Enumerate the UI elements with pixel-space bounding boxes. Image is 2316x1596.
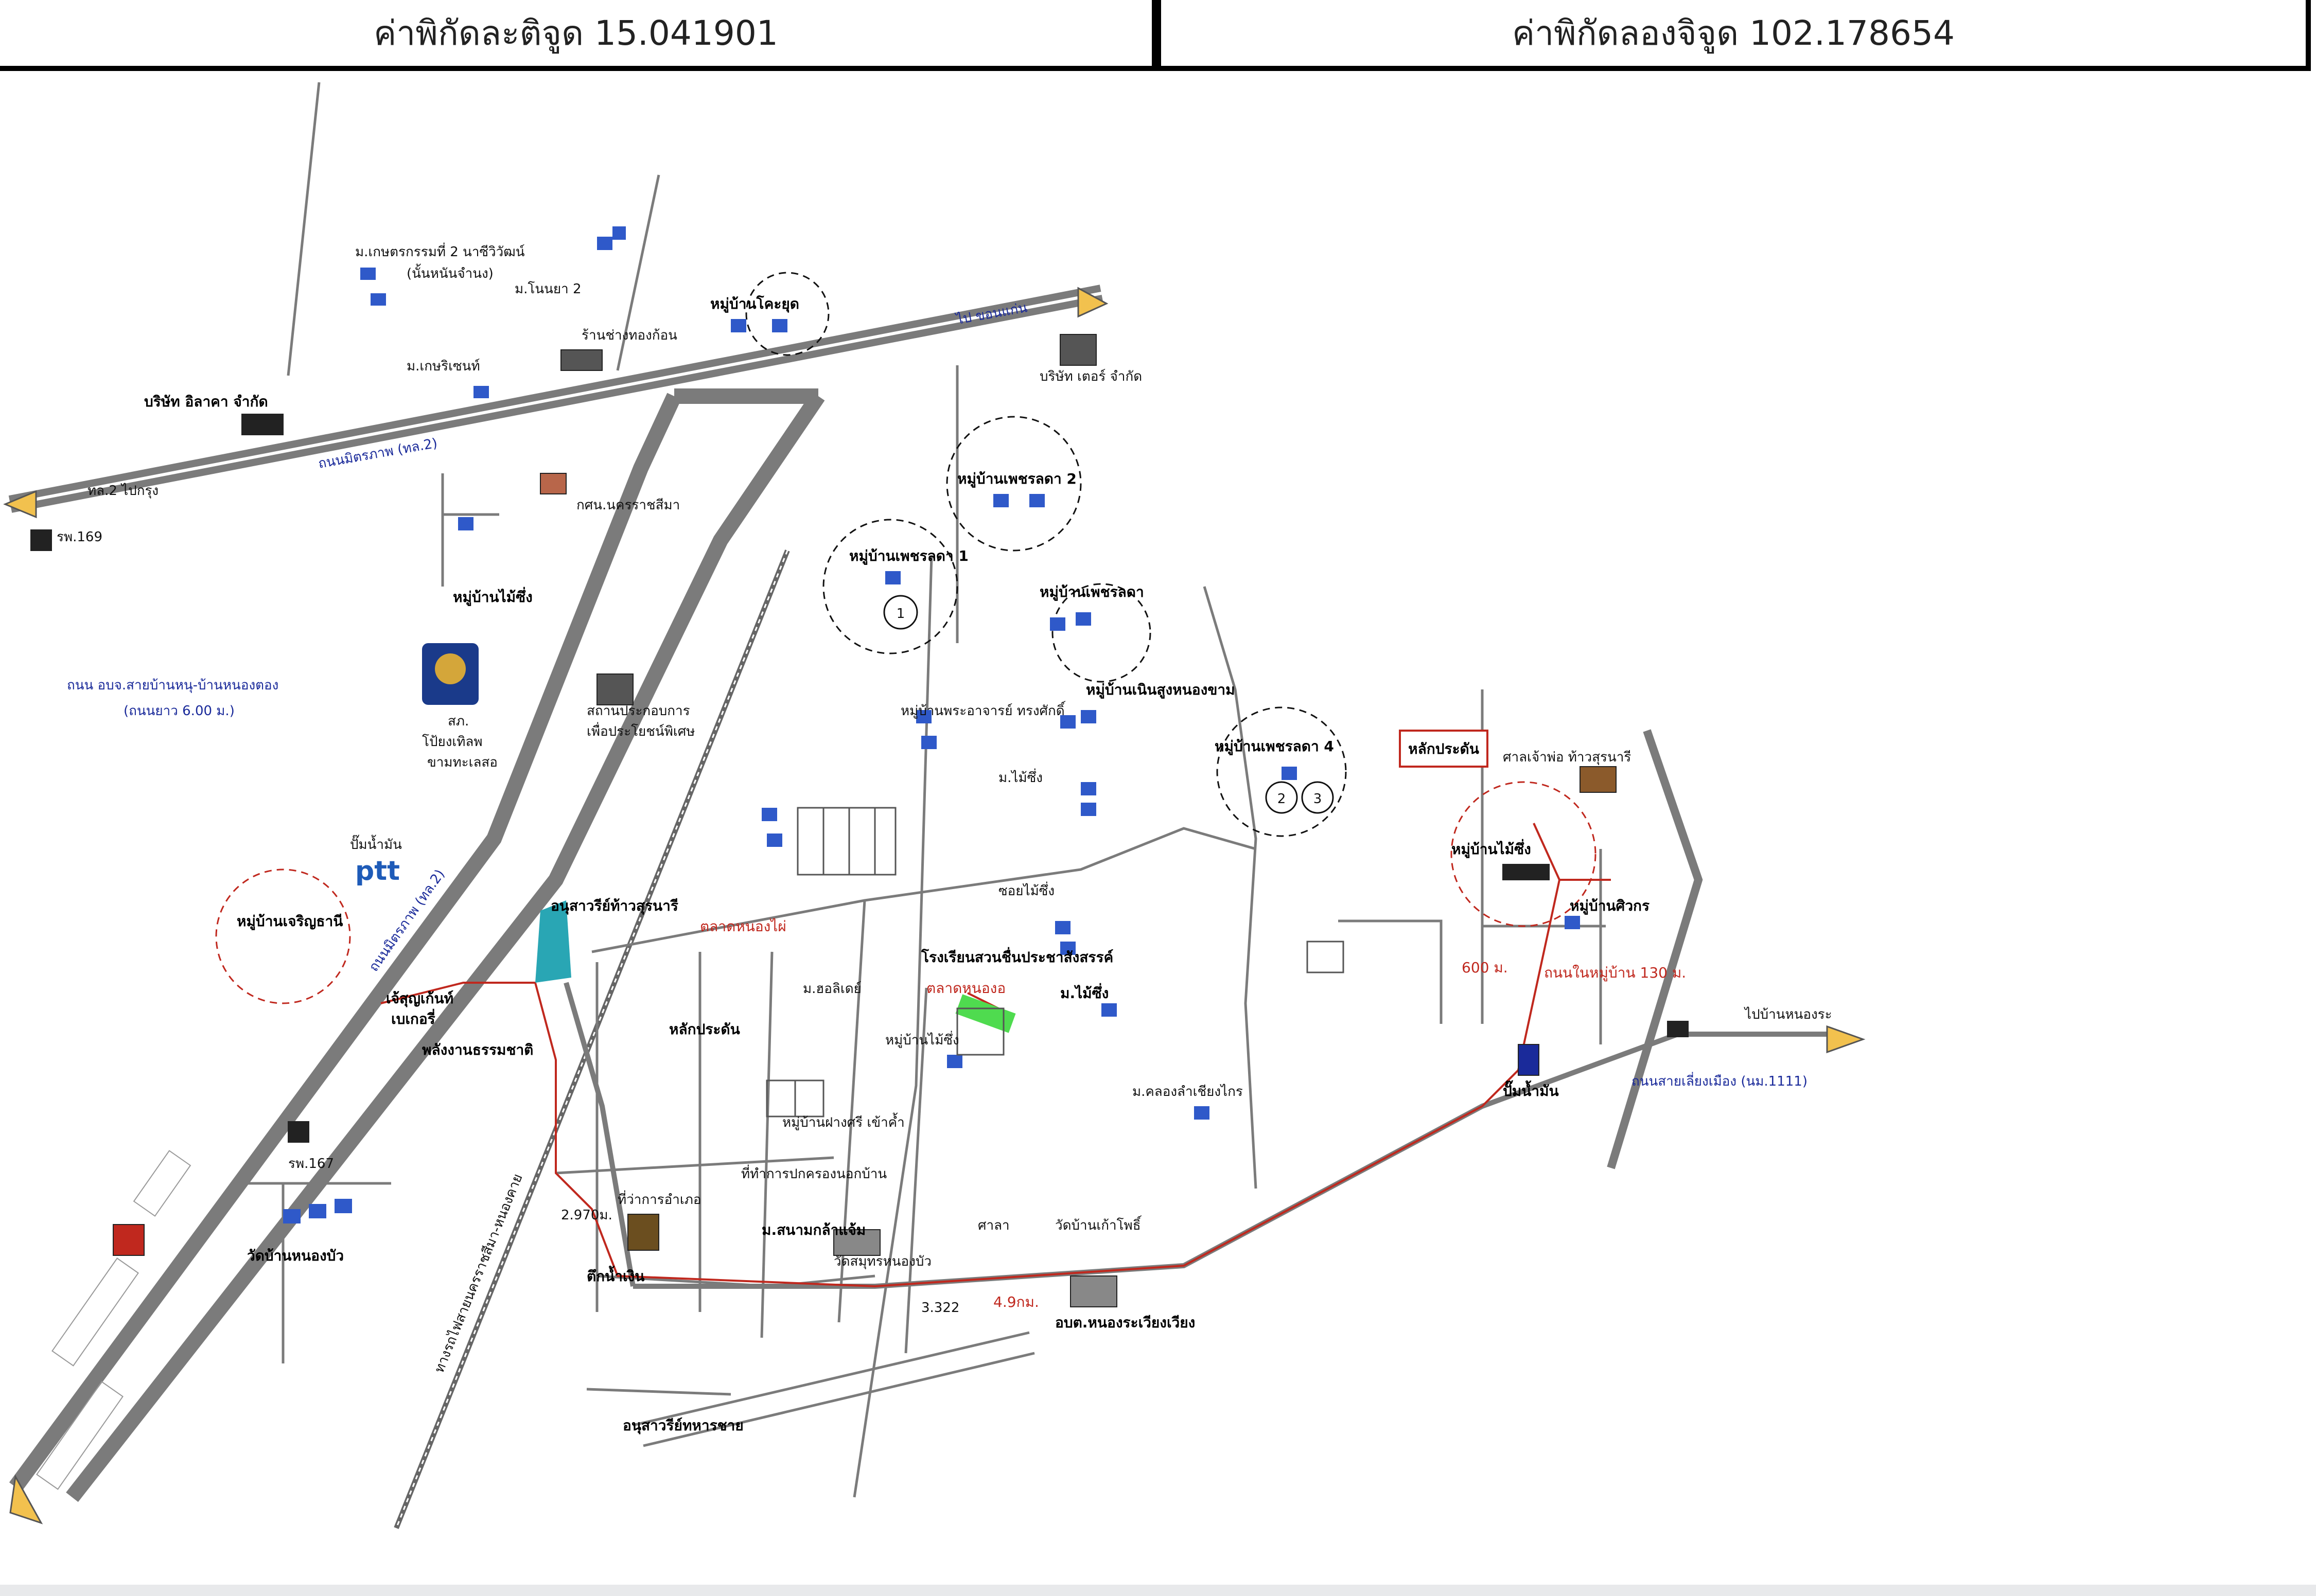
label-hwy-west: ทล.2 ไปกรุง — [87, 483, 159, 499]
railway-line — [394, 549, 790, 1529]
buildings — [30, 334, 1689, 1307]
bottom-gray-strip — [0, 1585, 2316, 1596]
label-soi-maisiu: ซอยไม้ซึ่ง — [998, 881, 1055, 899]
label-hospital: สถานประกอบการ — [587, 703, 690, 719]
label-village-khammaen: ม.สนามกล้าแจ้ม — [762, 1221, 866, 1238]
label-sign-road2: (ถนนยาว 6.00 ม.) — [124, 703, 235, 719]
label-wood-shop: ร้านช่างทองก้อน — [582, 328, 677, 343]
label-moo-kaset2b: (นั้นหนันจำนง) — [407, 263, 494, 281]
road-to-east — [564, 729, 1832, 1289]
label-to-khonkaen: ไป ขอนแก่น — [954, 299, 1029, 328]
label-wat: วัดสมุทรหนองบัว — [834, 1254, 932, 1269]
label-police-station3: ขามทะเลสอ — [427, 755, 498, 770]
label-dist-2: 2.970ม. — [561, 1208, 612, 1223]
label-dist-4: 4.9กม. — [993, 1293, 1039, 1310]
label-school: โรงเรียนสวนชื่นประชาสังสรรค์ — [921, 947, 1113, 966]
label-sign-road: ถนน อบจ.สายบ้านหนุ-บ้านหนองตอง — [67, 678, 278, 693]
label-lakpratan-box: หลักประดัน — [1408, 740, 1479, 757]
police-emblem — [422, 643, 479, 705]
label-ananda: อนุสาวรีย์ทหารชาย — [623, 1417, 744, 1434]
label-company-ne: บริษัท เตอร์ จำกัด — [1040, 369, 1142, 384]
housing-blocks — [766, 807, 1344, 1118]
svg-text:1: 1 — [897, 606, 905, 622]
label-moo-maisiu: ม.ไม้ซึ่ง — [998, 768, 1043, 786]
location-map: 1 2 3 — [3, 82, 1866, 1529]
latitude-cell: ค่าพิกัดละติจูด 15.041901 — [0, 0, 1157, 71]
label-dept-school: กศน.นครราชสีมา — [576, 498, 680, 513]
label-village-noen: หมู่บ้านเนินสูงหนองขาม — [1086, 681, 1235, 699]
frontage-buildings — [36, 1150, 191, 1490]
label-police-167: รพ.167 — [288, 1156, 334, 1172]
label-village-x: หมู่บ้านฝางศรี เข้าค้ำ — [782, 1112, 905, 1130]
lakpratan-box: หลักประดัน — [1399, 730, 1488, 768]
label-police: รพ.169 — [57, 529, 102, 545]
label-monument: อนุสาวรีย์ท้าวสุรนารี — [551, 897, 678, 915]
label-sub-office: ศาลเจ้าพ่อ ท้าวสุรนารี — [1503, 750, 1631, 765]
label-bakery: เจ้สุญเก้นท์ — [386, 990, 453, 1007]
local-roads — [247, 82, 1606, 1498]
label-moo-ongya2: ม.โนนยา 2 — [515, 281, 582, 297]
label-bakery3: พลังงานธรรมชาติ — [422, 1041, 533, 1058]
label-bakery2: เบเกอรี่ — [391, 1008, 435, 1027]
label-village-phet1: หมู่บ้านเพชรลดา 1 — [849, 547, 969, 565]
label-office: อบต.หนองระเวียงเวียง — [1055, 1314, 1195, 1331]
numbered-markers: 1 2 3 — [883, 595, 1334, 814]
village-circles — [215, 272, 1596, 1004]
label-village-siwakorn: หมู่บ้านศิวกร — [1570, 897, 1650, 915]
label-dist-3: 3.322 — [921, 1300, 959, 1316]
label-road-local: ถนนสายเลี่ยงเมือง (นม.1111) — [1631, 1072, 1808, 1089]
longitude-cell: ค่าพิกัดลองจิจูด 102.178654 — [1157, 0, 2311, 71]
lakpratan-marker — [955, 994, 1016, 1033]
label-lakpratan: หลักประดัน — [669, 1021, 740, 1038]
coordinate-header: ค่าพิกัดละติจูด 15.041901 ค่าพิกัดลองจิจ… — [0, 0, 2316, 77]
house-icons — [283, 226, 1580, 1223]
label-village-maisiu2: หมู่บ้านไม้ซึ่ง — [1451, 839, 1531, 858]
label-b-corp: บริษัท อิลาคา จำกัด — [144, 393, 268, 410]
label-ptt-small: ปั๊มน้ำมัน — [350, 835, 402, 853]
highway-mittraphap-ew — [8, 285, 1103, 513]
label-moo-khlong: ม.คลองลำเชียงไกร — [1132, 1084, 1243, 1100]
label-police-station: สภ. — [448, 714, 469, 729]
label-wat-ban: วัดบ้านเก้าโพธิ์ — [1055, 1215, 1142, 1233]
label-moo-mai: ม.ฮอลิเดย์ — [803, 981, 862, 997]
label-village-charoen: หมู่บ้านเจริญธานี — [237, 913, 343, 930]
label-village-khoyuet: หมู่บ้านโคะยุด — [710, 295, 799, 313]
direction-arrows — [3, 287, 1866, 1524]
label-station: ปั๊มน้ำมัน — [1503, 1080, 1559, 1100]
label-village-phet-n: หมู่บ้านเพชรลดา — [1040, 583, 1144, 601]
label-village-pra: หมู่บ้านพระอาจารย์ ทรงศักดิ์ — [901, 701, 1066, 719]
label-ptt: ptt — [355, 856, 400, 886]
label-market: ตลาดหนองไผ่ — [700, 918, 786, 935]
label-school2: ที่ว่าการอำเภอ — [618, 1190, 701, 1208]
label-to-ban: ไปบ้านหนองระ — [1744, 1006, 1832, 1022]
label-moo-siriya: ม.ไม้ซึ่ง — [1060, 983, 1109, 1002]
label-village-siriya: หมู่บ้านไม้ซึ่ง — [885, 1031, 959, 1048]
highway-mittraphap-diagonal — [9, 388, 825, 1502]
label-moo-kasetsiri: ม.เกษริเซนท์ — [407, 359, 480, 374]
label-hospital2: เพื่อประโยชน์พิเศษ — [587, 722, 695, 739]
svg-text:3: 3 — [1313, 791, 1322, 807]
label-police-station2: โป้ยงเทิลพ — [422, 734, 483, 750]
label-school-nongbua: วัดบ้านหนองบัว — [247, 1247, 344, 1264]
label-railway: ทางรถไฟสายนครราชสีมา-หนองคาย — [431, 1172, 526, 1375]
label-place-khamthale: ที่ทำการปกครองนอกบ้าน — [741, 1164, 887, 1182]
label-market2: ตลาดหนองอ — [926, 980, 1006, 997]
label-dist-130: ถนนในหมู่บ้าน 130 ม. — [1544, 964, 1686, 982]
label-village-maisiu: หมู่บ้านไม้ซึ่ง — [453, 587, 533, 606]
label-sala: ศาลา — [978, 1218, 1010, 1233]
label-moo-kaset2: ม.เกษตรกรรมที่ 2 นาซีวิวัฒน์ — [355, 242, 525, 260]
label-ban-sawang: ตึกน้ำเงิน — [587, 1265, 644, 1285]
pond — [535, 900, 571, 983]
svg-text:2: 2 — [1277, 791, 1286, 807]
label-village-phet4: หมู่บ้านเพชรลดา 4 — [1215, 738, 1334, 755]
label-village-phet2: หมู่บ้านเพชรลดา 2 — [957, 470, 1077, 488]
label-dist-600: 600 ม. — [1462, 959, 1508, 976]
